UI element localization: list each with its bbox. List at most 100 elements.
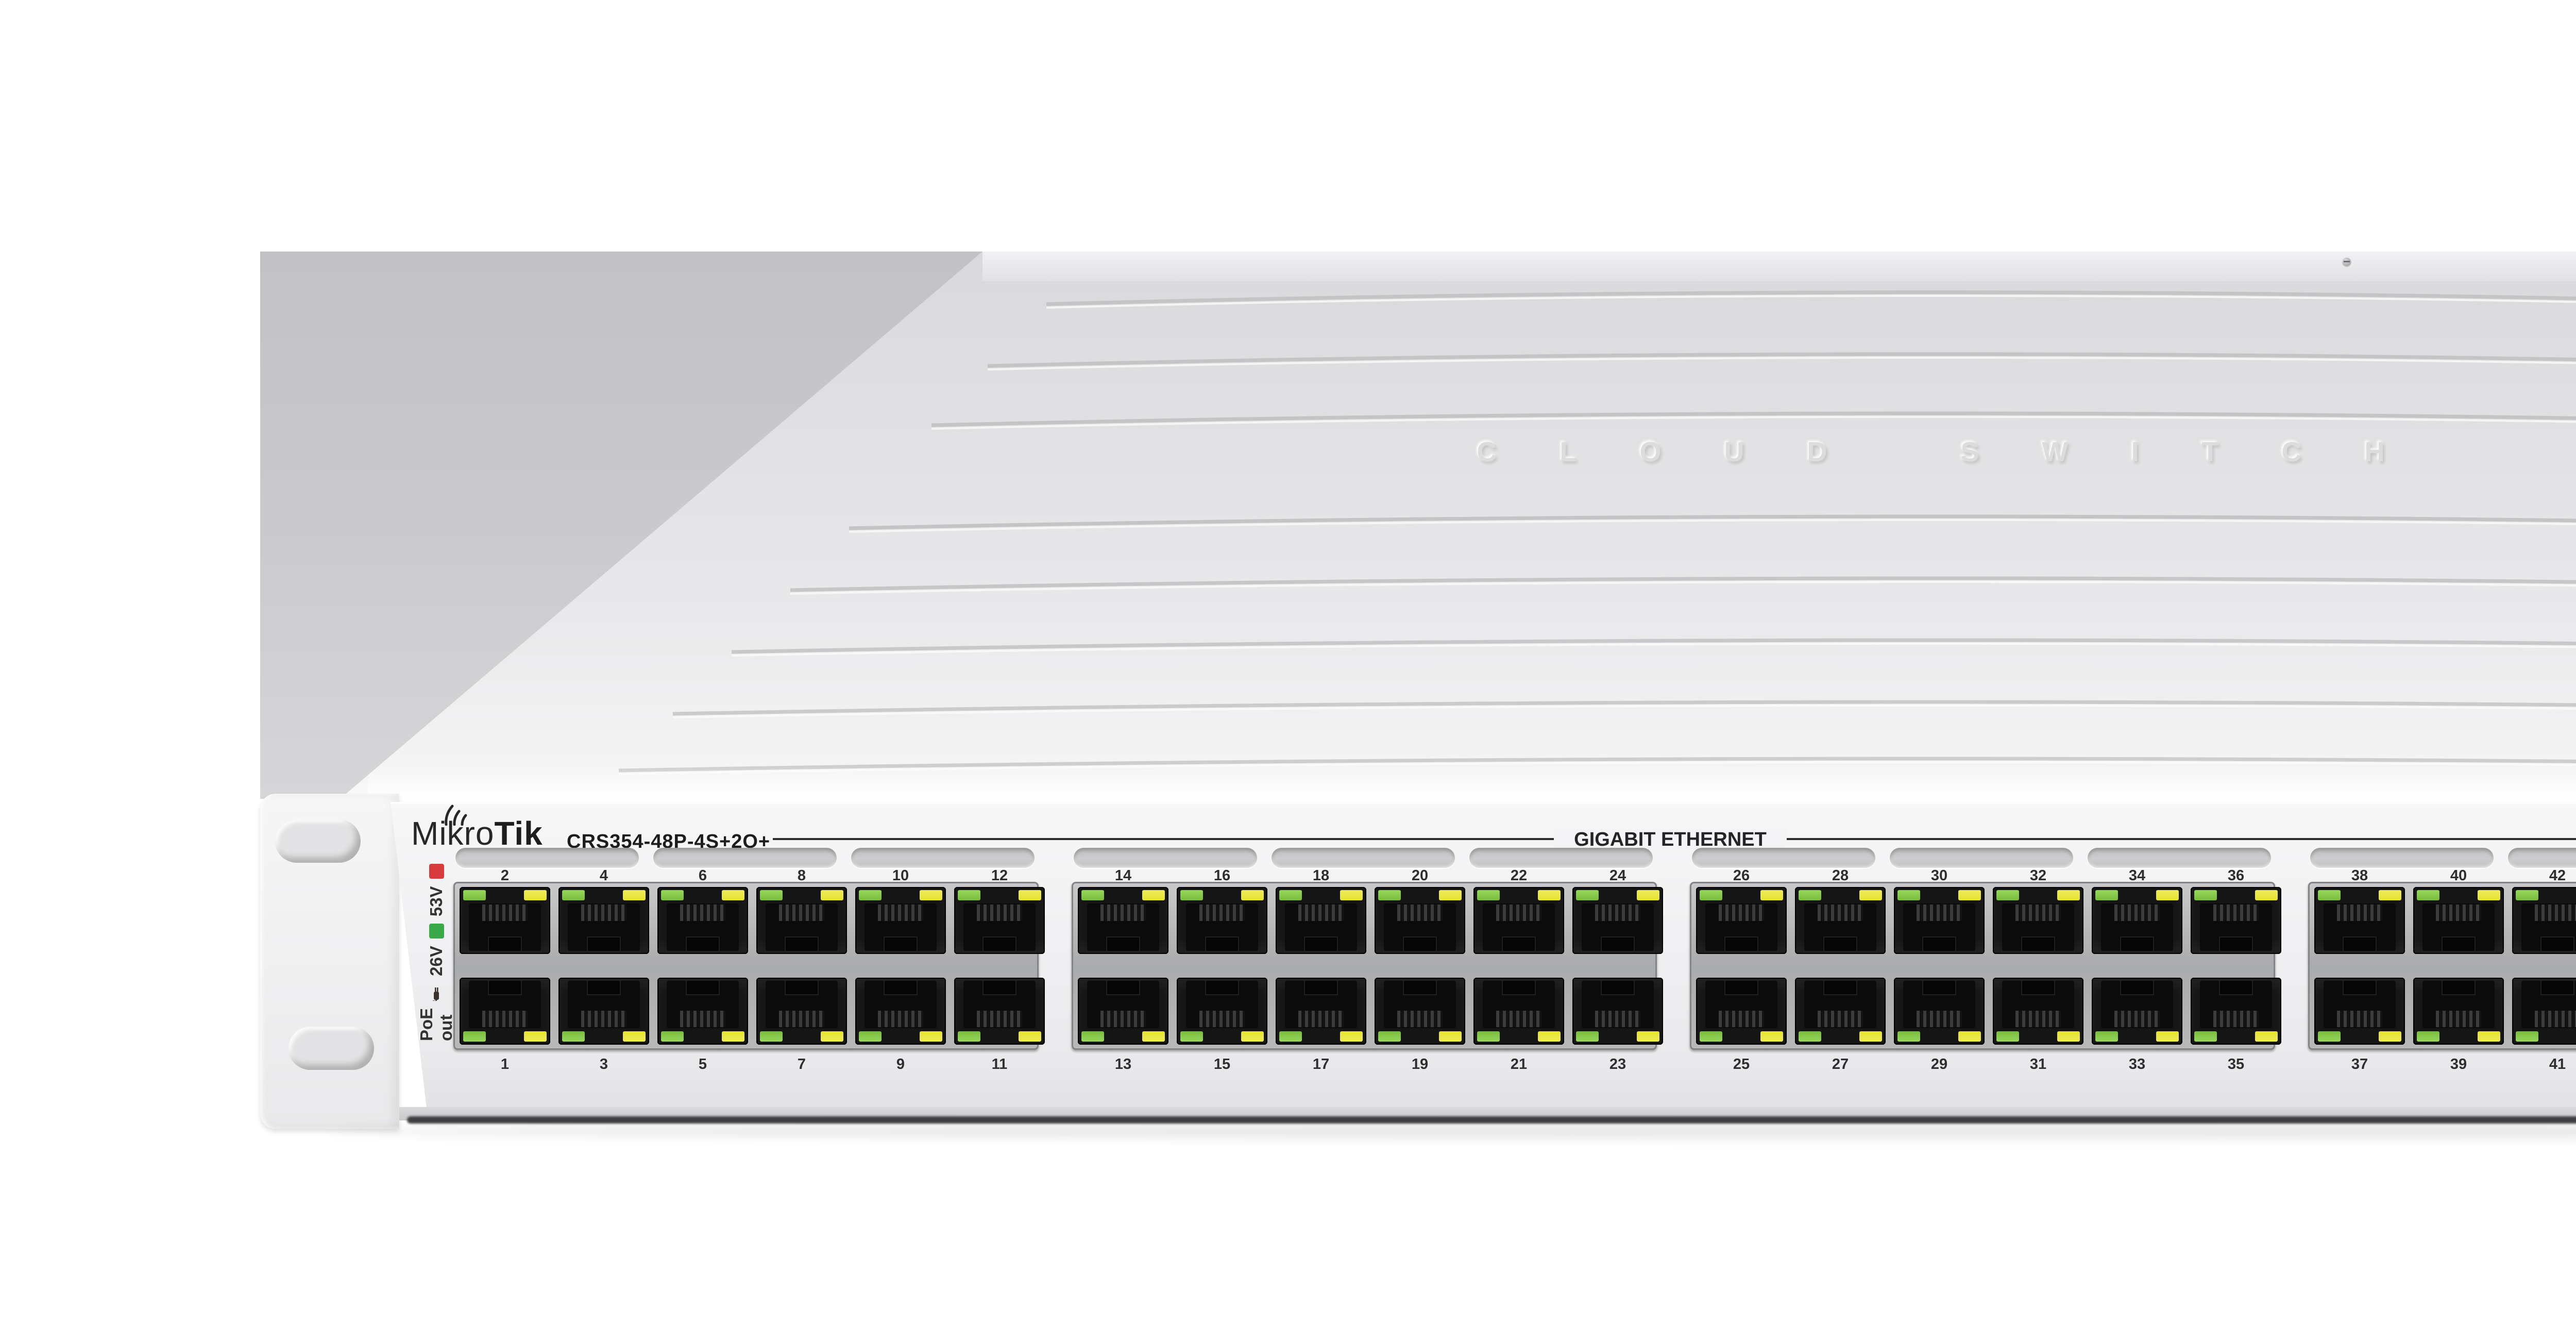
port-green-led bbox=[2095, 1031, 2118, 1042]
rj45-pins bbox=[2015, 1011, 2061, 1027]
port-number-label: 5 bbox=[698, 1056, 707, 1073]
port-green-led bbox=[760, 1031, 783, 1042]
port-yellow-led bbox=[2478, 1031, 2500, 1042]
port-number-label: 39 bbox=[2450, 1056, 2467, 1073]
rj45-jack bbox=[1903, 903, 1975, 952]
cover-back-edge bbox=[982, 252, 2576, 281]
ethernet-port bbox=[1696, 887, 1787, 954]
rj45-clip bbox=[1205, 936, 1239, 952]
green-voltage-swatch bbox=[429, 924, 444, 939]
rj45-jack bbox=[766, 980, 838, 1028]
rj45-pins bbox=[1917, 904, 1962, 921]
port-yellow-led bbox=[2379, 890, 2401, 900]
rj45-clip bbox=[2540, 980, 2574, 995]
rj45-clip bbox=[2219, 980, 2253, 995]
port-number-label: 38 bbox=[2351, 867, 2368, 884]
port-green-led bbox=[1081, 1031, 1104, 1042]
ethernet-port bbox=[1993, 978, 2083, 1045]
port-yellow-led bbox=[1019, 1031, 1041, 1042]
port-green-led bbox=[1576, 1031, 1599, 1042]
port-green-led bbox=[1996, 1031, 2019, 1042]
port-number-label: 12 bbox=[991, 867, 1008, 884]
ethernet-port bbox=[2092, 978, 2182, 1045]
port-number-label: 1 bbox=[500, 1056, 510, 1073]
rj45-jack bbox=[963, 980, 1036, 1028]
rj45-pins bbox=[2337, 1011, 2382, 1027]
rj45-jack bbox=[1705, 903, 1777, 952]
rj45-jack bbox=[469, 980, 541, 1028]
port-number-label: 30 bbox=[1930, 867, 1948, 884]
ethernet-port bbox=[2092, 887, 2182, 954]
ethernet-port bbox=[1795, 978, 1886, 1045]
rj45-clip bbox=[2021, 980, 2055, 995]
ethernet-port-group: 383740394241444346454847 bbox=[2308, 848, 2576, 1075]
port-green-led bbox=[562, 890, 585, 900]
port-green-led bbox=[661, 890, 684, 900]
rj45-pins bbox=[2015, 904, 2061, 921]
port-number-label: 11 bbox=[991, 1056, 1008, 1073]
port-number-label: 35 bbox=[2227, 1056, 2245, 1073]
label-strip bbox=[2310, 848, 2494, 868]
rj45-clip bbox=[1106, 980, 1140, 995]
port-green-led bbox=[562, 1031, 585, 1042]
rj45-pins bbox=[482, 904, 528, 921]
rj45-clip bbox=[2021, 936, 2055, 952]
port-number-label: 19 bbox=[1411, 1056, 1429, 1073]
port-green-led bbox=[2318, 890, 2341, 900]
ethernet-port bbox=[1177, 887, 1267, 954]
ethernet-port bbox=[1696, 978, 1787, 1045]
rj45-jack bbox=[2101, 903, 2173, 952]
port-yellow-led bbox=[1142, 1031, 1165, 1042]
antenna-arcs-icon bbox=[445, 805, 467, 826]
rj45-clip bbox=[1922, 936, 1956, 952]
port-green-led bbox=[463, 1031, 486, 1042]
rj45-pins bbox=[2436, 904, 2481, 921]
port-yellow-led bbox=[821, 890, 843, 900]
port-number-label: 15 bbox=[1213, 1056, 1231, 1073]
rj45-jack bbox=[1582, 903, 1654, 952]
brand-text-mikro: Mikro bbox=[411, 815, 495, 852]
port-yellow-led bbox=[2255, 1031, 2278, 1042]
port-yellow-led bbox=[2057, 890, 2080, 900]
rj45-jack bbox=[568, 980, 640, 1028]
rj45-jack bbox=[2324, 980, 2396, 1028]
rj45-pins bbox=[1298, 1011, 1344, 1027]
rj45-clip bbox=[1724, 980, 1758, 995]
port-number-label: 23 bbox=[1609, 1056, 1626, 1073]
screw-icon bbox=[2343, 258, 2351, 266]
rj45-clip bbox=[686, 980, 720, 995]
ethernet-port bbox=[2191, 978, 2281, 1045]
rj45-jack bbox=[469, 903, 541, 952]
rj45-clip bbox=[884, 980, 918, 995]
port-green-led bbox=[661, 1031, 684, 1042]
rj45-clip bbox=[488, 980, 522, 995]
ethernet-port bbox=[756, 887, 847, 954]
port-yellow-led bbox=[1340, 890, 1363, 900]
rj45-clip bbox=[2219, 936, 2253, 952]
brand-logo: MikroTik bbox=[411, 805, 543, 852]
rj45-clip bbox=[2442, 936, 2476, 952]
port-green-led bbox=[1996, 890, 2019, 900]
port-green-led bbox=[1700, 890, 1722, 900]
port-number-label: 28 bbox=[1832, 867, 1849, 884]
port-yellow-led bbox=[1241, 890, 1264, 900]
rj45-jack bbox=[2324, 903, 2396, 952]
rj45-clip bbox=[1304, 980, 1338, 995]
rj45-clip bbox=[1205, 980, 1239, 995]
ground-shadow bbox=[330, 1125, 2576, 1138]
rj45-pins bbox=[680, 904, 725, 921]
port-number-label: 36 bbox=[2227, 867, 2245, 884]
ethernet-port bbox=[1795, 887, 1886, 954]
ethernet-port bbox=[2314, 887, 2405, 954]
rj45-jack bbox=[1483, 903, 1555, 952]
label-strip bbox=[851, 848, 1035, 868]
rj45-pins bbox=[1298, 904, 1344, 921]
port-number-label: 21 bbox=[1510, 1056, 1528, 1073]
ethernet-port bbox=[2512, 978, 2576, 1045]
port-yellow-led bbox=[1439, 890, 1462, 900]
label-strip bbox=[2088, 848, 2271, 868]
rj45-clip bbox=[1403, 936, 1437, 952]
rj45-jack bbox=[1087, 903, 1159, 952]
